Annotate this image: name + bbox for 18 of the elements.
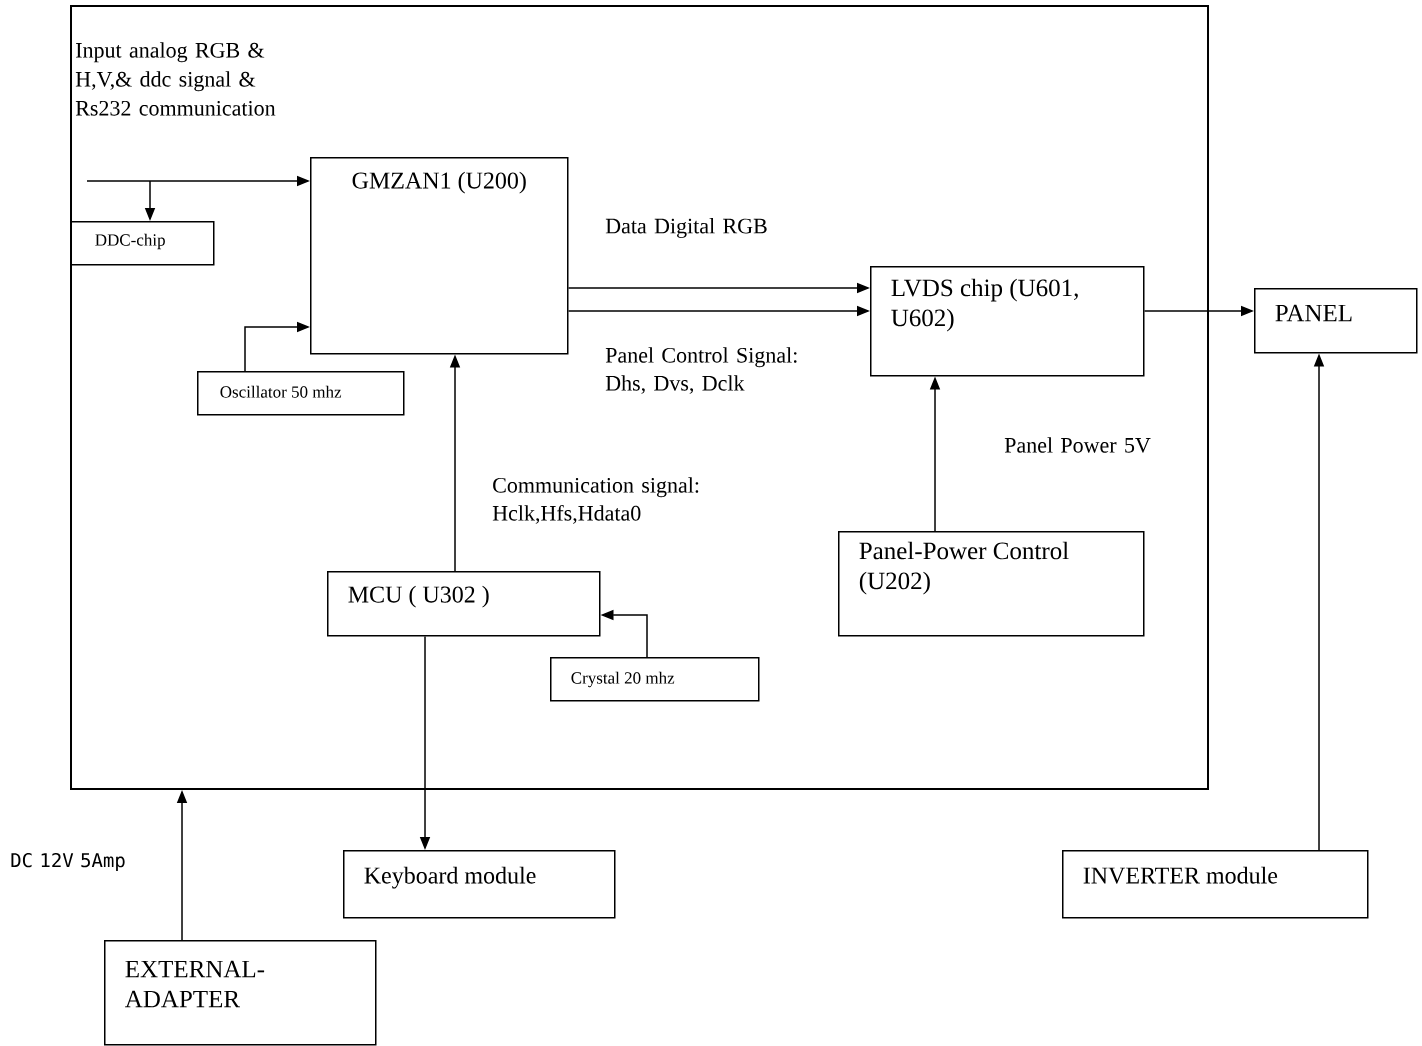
edge-label: Communication signal: Hclk,Hfs,Hdata0: [492, 477, 699, 524]
block-box: Panel-Power Control (U202): [838, 531, 1145, 637]
block-box: Keyboard module: [343, 850, 616, 919]
board-frame: [70, 5, 1209, 790]
edge-label: DC 12V 5Amp: [11, 852, 125, 871]
edge-label: Panel Power 5V: [1004, 437, 1151, 453]
block-box: GMZAN1 (U200): [310, 157, 569, 355]
edge-label: Data Digital RGB: [605, 218, 767, 238]
block-box: PANEL: [1254, 288, 1418, 354]
signal-label: Input analog RGB & H,V,& ddc signal & Rs232 communication: [75, 42, 276, 116]
block-box: MCU ( U302 ): [327, 571, 601, 637]
block-box: LVDS chip (U601, U602): [870, 266, 1145, 377]
block-box: Crystal 20 mhz: [550, 657, 760, 702]
edge-label: Panel Control Signal: Dhs, Dvs, Dclk: [605, 347, 797, 394]
block-box: Oscillator 50 mhz: [197, 371, 405, 416]
block-box: DDC-chip: [70, 221, 215, 266]
block-box: EXTERNAL-ADAPTER: [104, 940, 377, 1046]
block-box: INVERTER module: [1062, 850, 1369, 919]
